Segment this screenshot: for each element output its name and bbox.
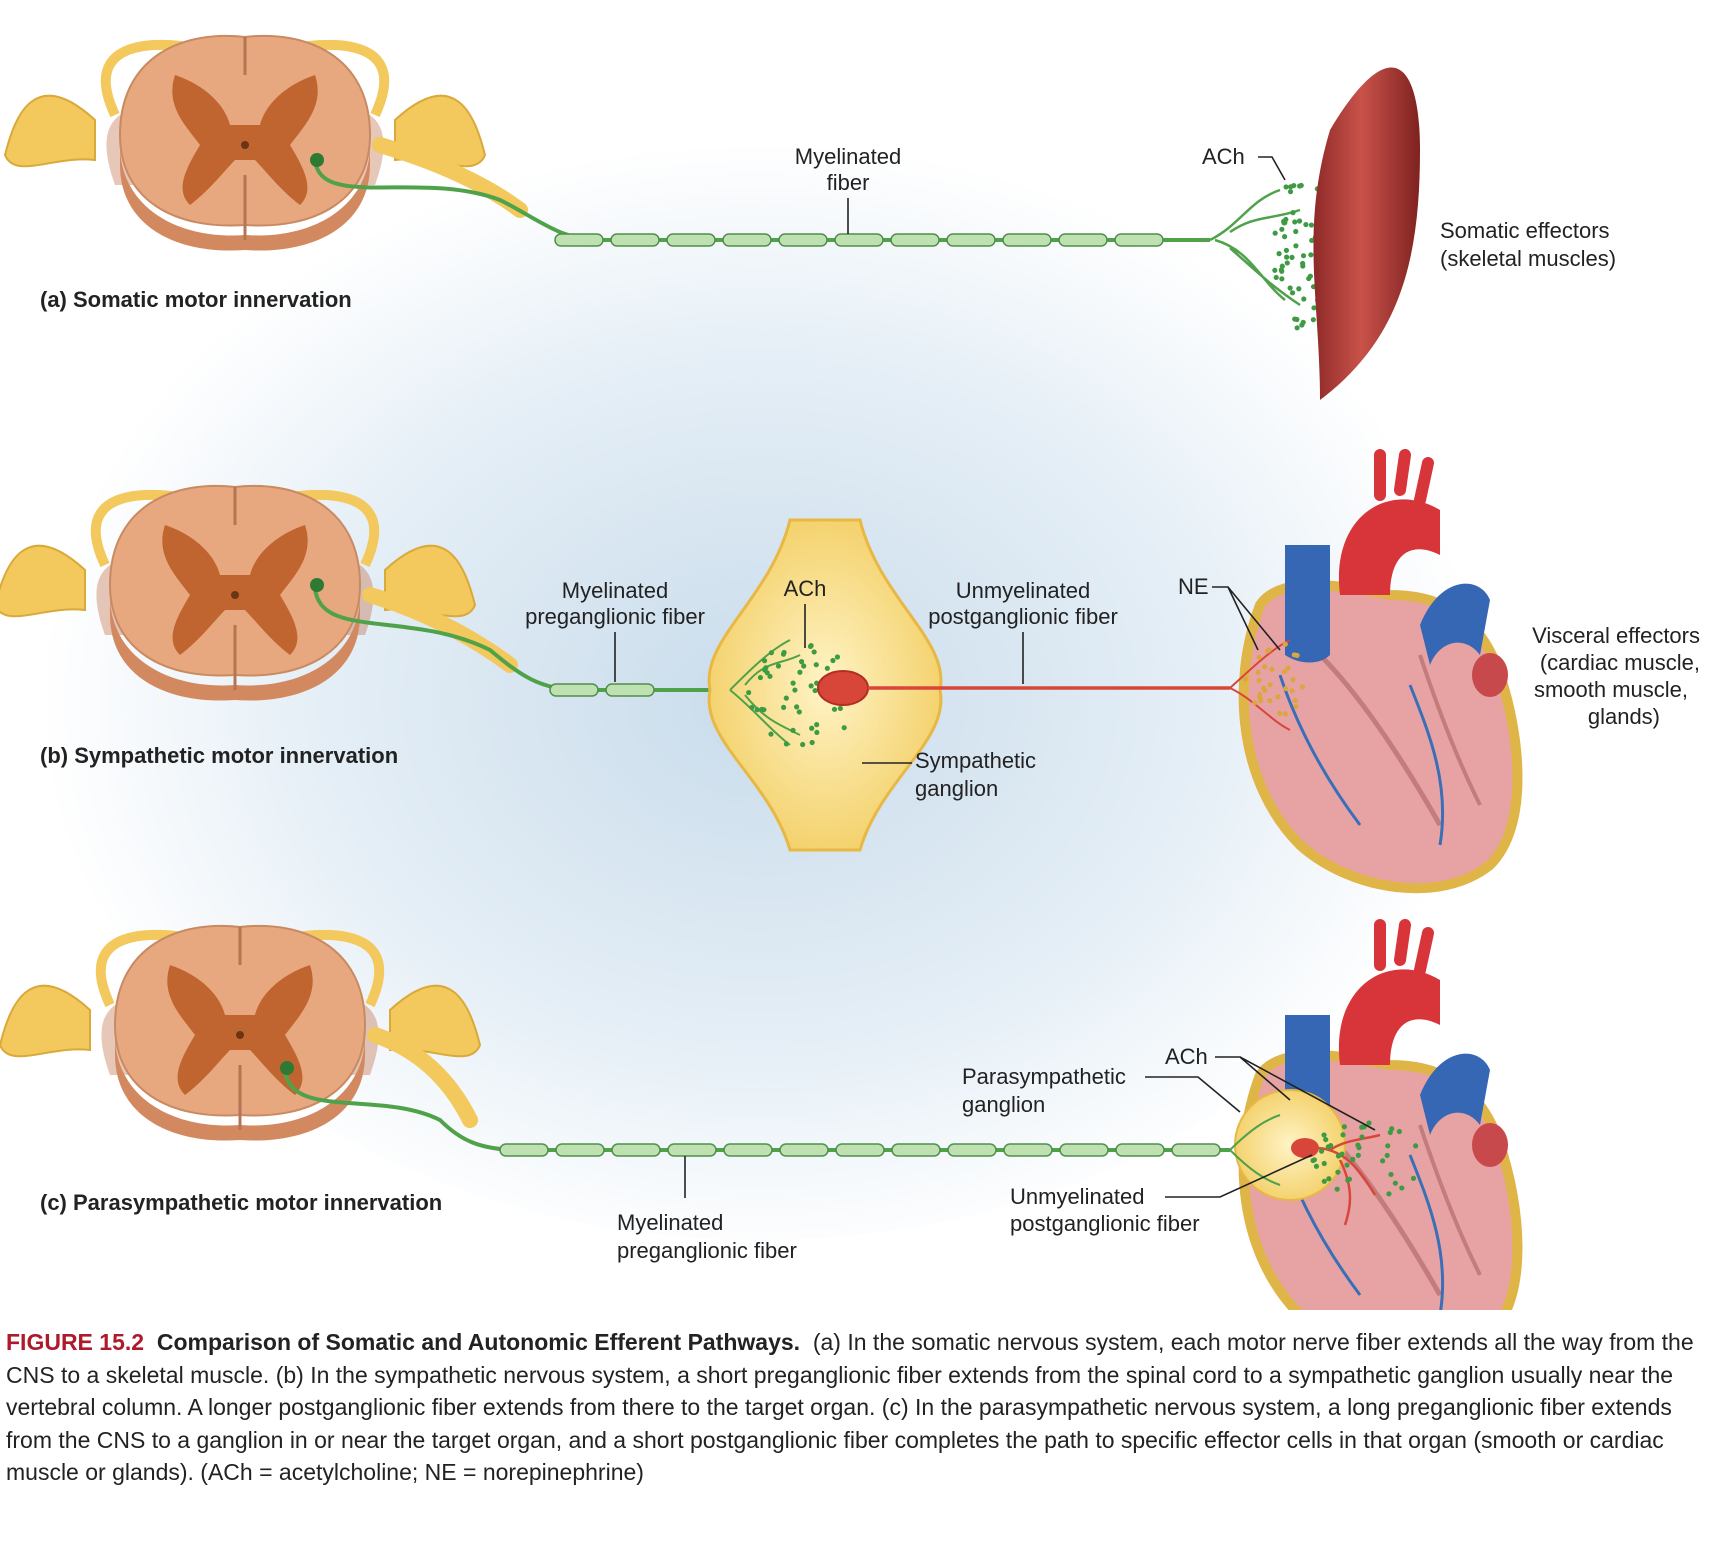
label-visceral-effectors-3: smooth muscle, <box>1534 677 1688 702</box>
label-myelinated-pre-c-1: Myelinated <box>617 1210 723 1235</box>
label-ach-b: ACh <box>784 576 827 601</box>
label-ach-a: ACh <box>1202 144 1245 169</box>
parasympathetic-preganglionic-fiber <box>283 1069 1230 1152</box>
label-myelinated-pre-b-2: preganglionic fiber <box>525 604 705 629</box>
panel-label-c: (c) Parasympathetic motor innervation <box>40 1190 442 1215</box>
label-unmyelinated-post-c-1: Unmyelinated <box>1010 1184 1145 1209</box>
label-unmyelinated-post-c-2: postganglionic fiber <box>1010 1211 1200 1236</box>
parasympathetic-postganglionic-fiber <box>1317 1133 1381 1226</box>
figure-diagram: Myelinated fiber ACh Somatic effectors (… <box>0 0 1700 1310</box>
figure-caption: FIGURE 15.2 Comparison of Somatic and Au… <box>6 1326 1706 1489</box>
panel-parasympathetic: ACh Parasympathetic ganglion Unmyelinate… <box>0 925 1518 1310</box>
figure-title: Comparison of Somatic and Autonomic Effe… <box>156 1329 801 1355</box>
label-visceral-effectors-4: glands) <box>1588 704 1660 729</box>
ne-vesicles <box>1242 641 1306 717</box>
sympathetic-preganglionic-fiber <box>313 587 730 692</box>
label-sympathetic-ganglion-2: ganglion <box>915 776 998 801</box>
label-visceral-effectors-2: (cardiac muscle, <box>1540 650 1700 675</box>
label-myelinated-pre-b-1: Myelinated <box>562 578 668 603</box>
panel-label-b: (b) Sympathetic motor innervation <box>40 743 398 768</box>
label-myelinated-fiber-1: Myelinated <box>795 144 901 169</box>
figure-number: FIGURE 15.2 <box>6 1329 145 1355</box>
label-parasympathetic-ganglion-2: ganglion <box>962 1092 1045 1117</box>
label-myelinated-pre-c-2: preganglionic fiber <box>617 1238 797 1263</box>
panel-sympathetic: Myelinated preganglionic fiber ACh Unmye… <box>0 455 1700 888</box>
label-unmyelinated-post-b-2: postganglionic fiber <box>928 604 1118 629</box>
skeletal-muscle <box>1313 67 1420 400</box>
ach-vesicles-c <box>1310 1120 1419 1197</box>
parasympathetic-postganglionic-cell-body <box>1291 1138 1319 1158</box>
caption-text: (a) In the somatic nervous system, each … <box>6 1329 1694 1485</box>
myelin-sheaths-b <box>549 683 655 697</box>
myelin-sheaths-a <box>554 233 1164 247</box>
label-somatic-effectors-2: (skeletal muscles) <box>1440 246 1616 271</box>
label-unmyelinated-post-b-1: Unmyelinated <box>956 578 1091 603</box>
label-myelinated-fiber-2: fiber <box>827 170 870 195</box>
label-ne: NE <box>1178 574 1209 599</box>
label-ach-c: ACh <box>1165 1044 1208 1069</box>
panel-somatic: Myelinated fiber ACh Somatic effectors (… <box>5 36 1616 400</box>
myelin-sheaths-c <box>499 1143 1221 1157</box>
panel-label-a: (a) Somatic motor innervation <box>40 287 352 312</box>
label-parasympathetic-ganglion-1: Parasympathetic <box>962 1064 1126 1089</box>
postganglionic-cell-body <box>817 670 869 706</box>
label-somatic-effectors-1: Somatic effectors <box>1440 218 1610 243</box>
label-sympathetic-ganglion-1: Sympathetic <box>915 748 1036 773</box>
label-visceral-effectors-1: Visceral effectors <box>1532 623 1700 648</box>
